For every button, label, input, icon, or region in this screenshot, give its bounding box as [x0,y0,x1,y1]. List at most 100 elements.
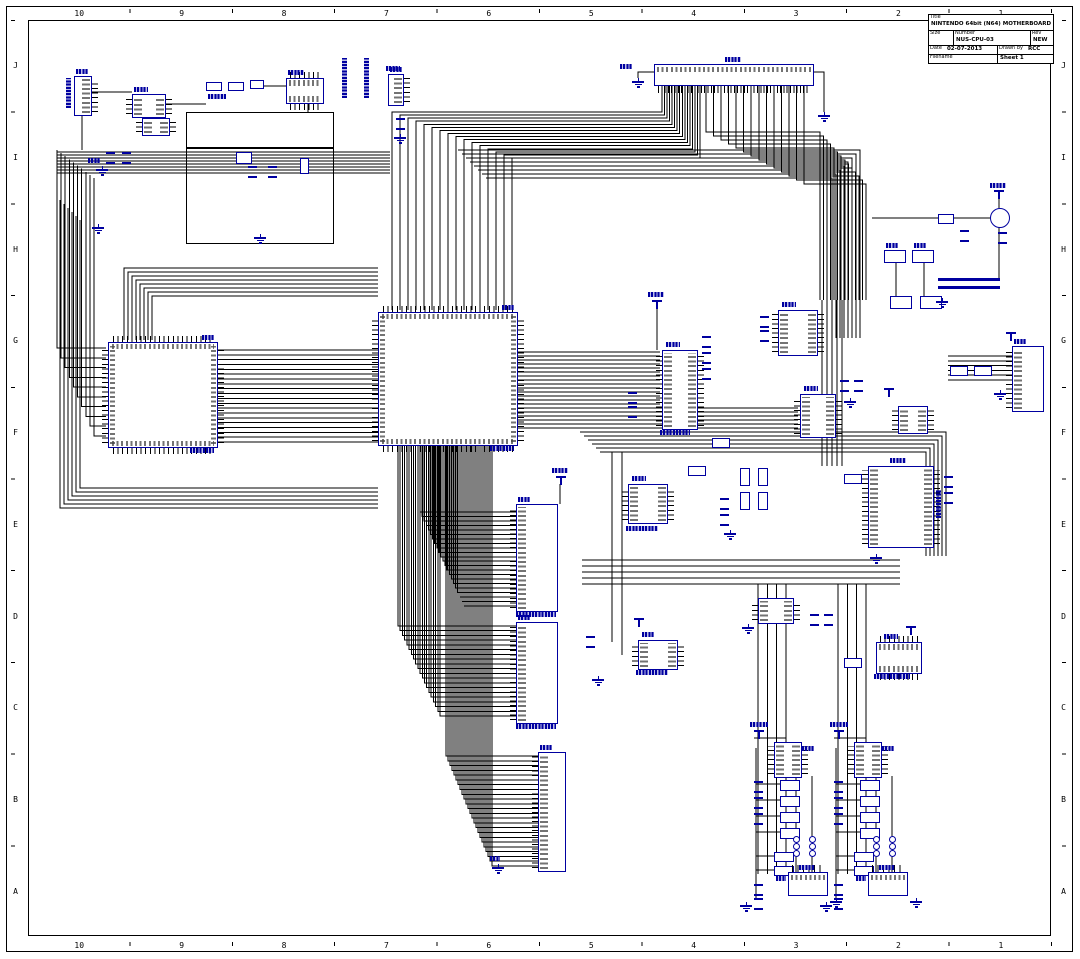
ground-bar [728,538,732,540]
grid-col-label: 5 [588,940,594,950]
pins [794,398,800,434]
filter-transistor-ref [802,746,814,751]
wire-bus [445,446,538,867]
power-bar [834,730,844,732]
grid-col-label: 1 [998,940,1004,950]
number-label: Number [955,31,976,36]
ground-icon [910,898,922,908]
title-block: Title NINTENDO 64bit (N64) MOTHERBOARD S… [928,14,1054,64]
logic-ic-2 [794,394,842,438]
logic-ic [772,310,824,356]
capacitor [760,316,769,328]
transistor [990,208,1010,228]
grid-row-label: A [13,886,18,896]
cartridge-connector-ref [725,57,741,62]
ground-bar [92,227,104,229]
capacitor [834,797,843,809]
logic2-ref [804,386,818,391]
pins [383,306,513,312]
ground-icon [92,224,104,234]
ground-icon [492,864,504,874]
ground-stem [745,902,747,905]
ground-icon [740,902,752,912]
ground-icon [844,398,856,408]
pins [882,746,888,774]
ground-bar [742,907,750,909]
ground-stem [941,298,943,301]
capacitor-plate [938,286,1000,289]
regulator-ic [126,94,172,118]
capacitor [754,797,763,809]
ground-bar [914,906,918,908]
pin-names [780,313,788,353]
pin-names [640,643,648,667]
grid-col-label: 3 [793,940,799,950]
ground-stem [97,224,99,227]
pins [404,78,410,102]
ground-stem [259,234,261,237]
pin-names [900,409,908,431]
capacitor-plate [938,278,1000,281]
grid-ticks-right [1062,20,1066,937]
ground-bar [824,910,828,912]
wire [834,737,867,742]
grid-row-label: D [13,611,18,621]
pins [632,644,638,666]
ground-bar [742,627,754,629]
capacitor [854,380,863,392]
grid-col-label: 6 [486,940,492,950]
pins [510,626,516,720]
drawn-by-value: RCC [1027,46,1041,52]
grid-row-label: F [13,428,18,438]
ground-stem [497,864,499,867]
grid-col-label: 4 [691,8,697,18]
capacitor [834,781,843,793]
grid-row-label: E [1061,519,1066,529]
pins [678,644,684,666]
pins [668,488,674,520]
pins [836,398,842,434]
pin-names [540,755,548,869]
power-stem [638,620,640,627]
resistor [860,828,880,839]
secondary-ic [102,336,224,454]
port-connector-ref [799,865,815,870]
ground-bar [632,81,644,83]
number-value: NUS-CPU-03 [956,36,994,43]
ground-stem [875,554,877,557]
aux-connector [388,74,410,106]
ground-stem [915,898,917,901]
rev-value: NEW [1033,36,1048,43]
ground-bar [818,115,830,117]
inductor-loop [793,850,800,857]
inductor-loop [873,850,880,857]
power-bar [906,626,916,628]
pin-names [380,316,385,442]
grid-col-label: 9 [179,940,185,950]
pin-names [110,346,115,444]
port-connector [868,865,908,896]
resistor [920,296,942,309]
ground-bar [912,903,920,905]
inductor-loop [809,836,816,843]
ground-bar [846,403,854,405]
capacitor [754,781,763,793]
grid-row-label: H [13,244,18,254]
power-flag-icon [634,618,644,627]
ground-bar [820,117,828,119]
pin-names [382,439,514,444]
pins [92,80,98,112]
resistor [860,812,880,823]
ground-stem [597,676,599,679]
av-connector [1006,346,1044,412]
power-stem [998,192,1000,199]
grid-row-label: E [13,519,18,529]
power-bar [652,300,662,302]
wire-bus [582,559,900,585]
ground-stem [823,112,825,115]
grid-row-label: J [13,61,18,71]
resistor [740,492,750,510]
power-stem [758,732,760,739]
pins [170,122,176,132]
